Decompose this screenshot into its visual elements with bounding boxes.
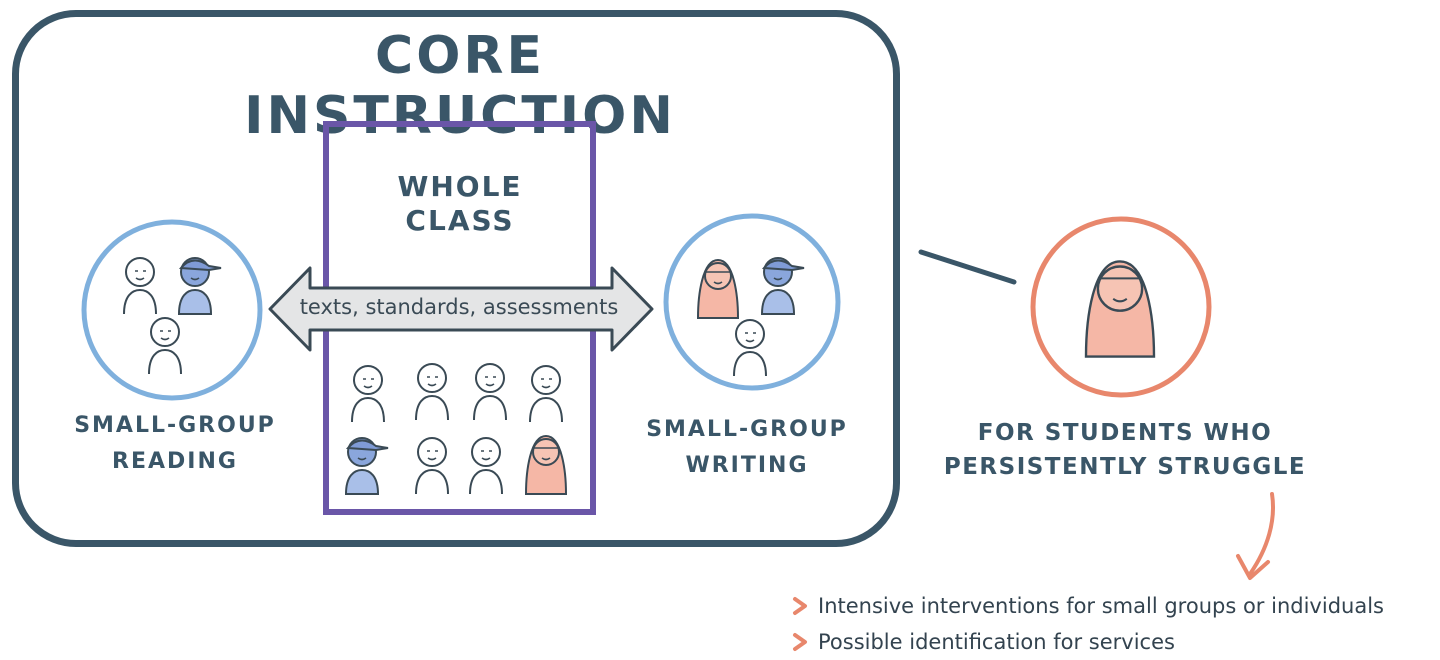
chevron-right-icon	[793, 597, 807, 615]
double-arrow	[268, 266, 654, 352]
small-group-writing-label: SMALL-GROUP WRITING	[612, 412, 882, 484]
struggle-label: FOR STUDENTS WHO PERSISTENTLY STRUGGLE	[930, 416, 1320, 484]
connector-line	[918, 249, 1017, 285]
down-arrow-head	[1236, 554, 1270, 580]
whole-class-label: WHOLE CLASS	[340, 170, 580, 238]
writing-label-line1: SMALL-GROUP	[646, 417, 848, 442]
whole-class-line2: CLASS	[405, 204, 515, 237]
struggling-student-figure	[1084, 260, 1156, 358]
writing-label-line2: WRITING	[685, 453, 809, 478]
reading-label-line1: SMALL-GROUP	[74, 413, 276, 438]
list-item: Possible identification for services	[790, 624, 1435, 660]
intervention-list: Intensive interventions for small groups…	[790, 588, 1435, 660]
list-item-text: Possible identification for services	[818, 630, 1175, 654]
whole-class-figures	[345, 363, 567, 495]
writing-group-figures	[697, 257, 805, 377]
whole-class-line1: WHOLE	[397, 170, 523, 203]
list-item: Intensive interventions for small groups…	[790, 588, 1435, 624]
reading-label-line2: READING	[112, 449, 238, 474]
core-instruction-title: CORE INSTRUCTION	[244, 26, 676, 146]
arrow-label: texts, standards, assessments	[299, 295, 619, 319]
chevron-right-icon	[793, 633, 807, 651]
small-group-reading-circle	[81, 219, 263, 401]
reading-group-figures	[123, 257, 222, 375]
list-item-text: Intensive interventions for small groups…	[818, 594, 1384, 618]
struggle-label-line1: FOR STUDENTS WHO	[977, 420, 1273, 446]
small-group-writing-circle	[663, 213, 841, 391]
struggle-circle	[1030, 216, 1212, 398]
core-instruction-frame	[12, 10, 900, 547]
down-arrow-curve	[1248, 492, 1275, 576]
small-group-reading-label: SMALL-GROUP READING	[40, 408, 310, 480]
struggle-label-line2: PERSISTENTLY STRUGGLE	[943, 454, 1307, 480]
